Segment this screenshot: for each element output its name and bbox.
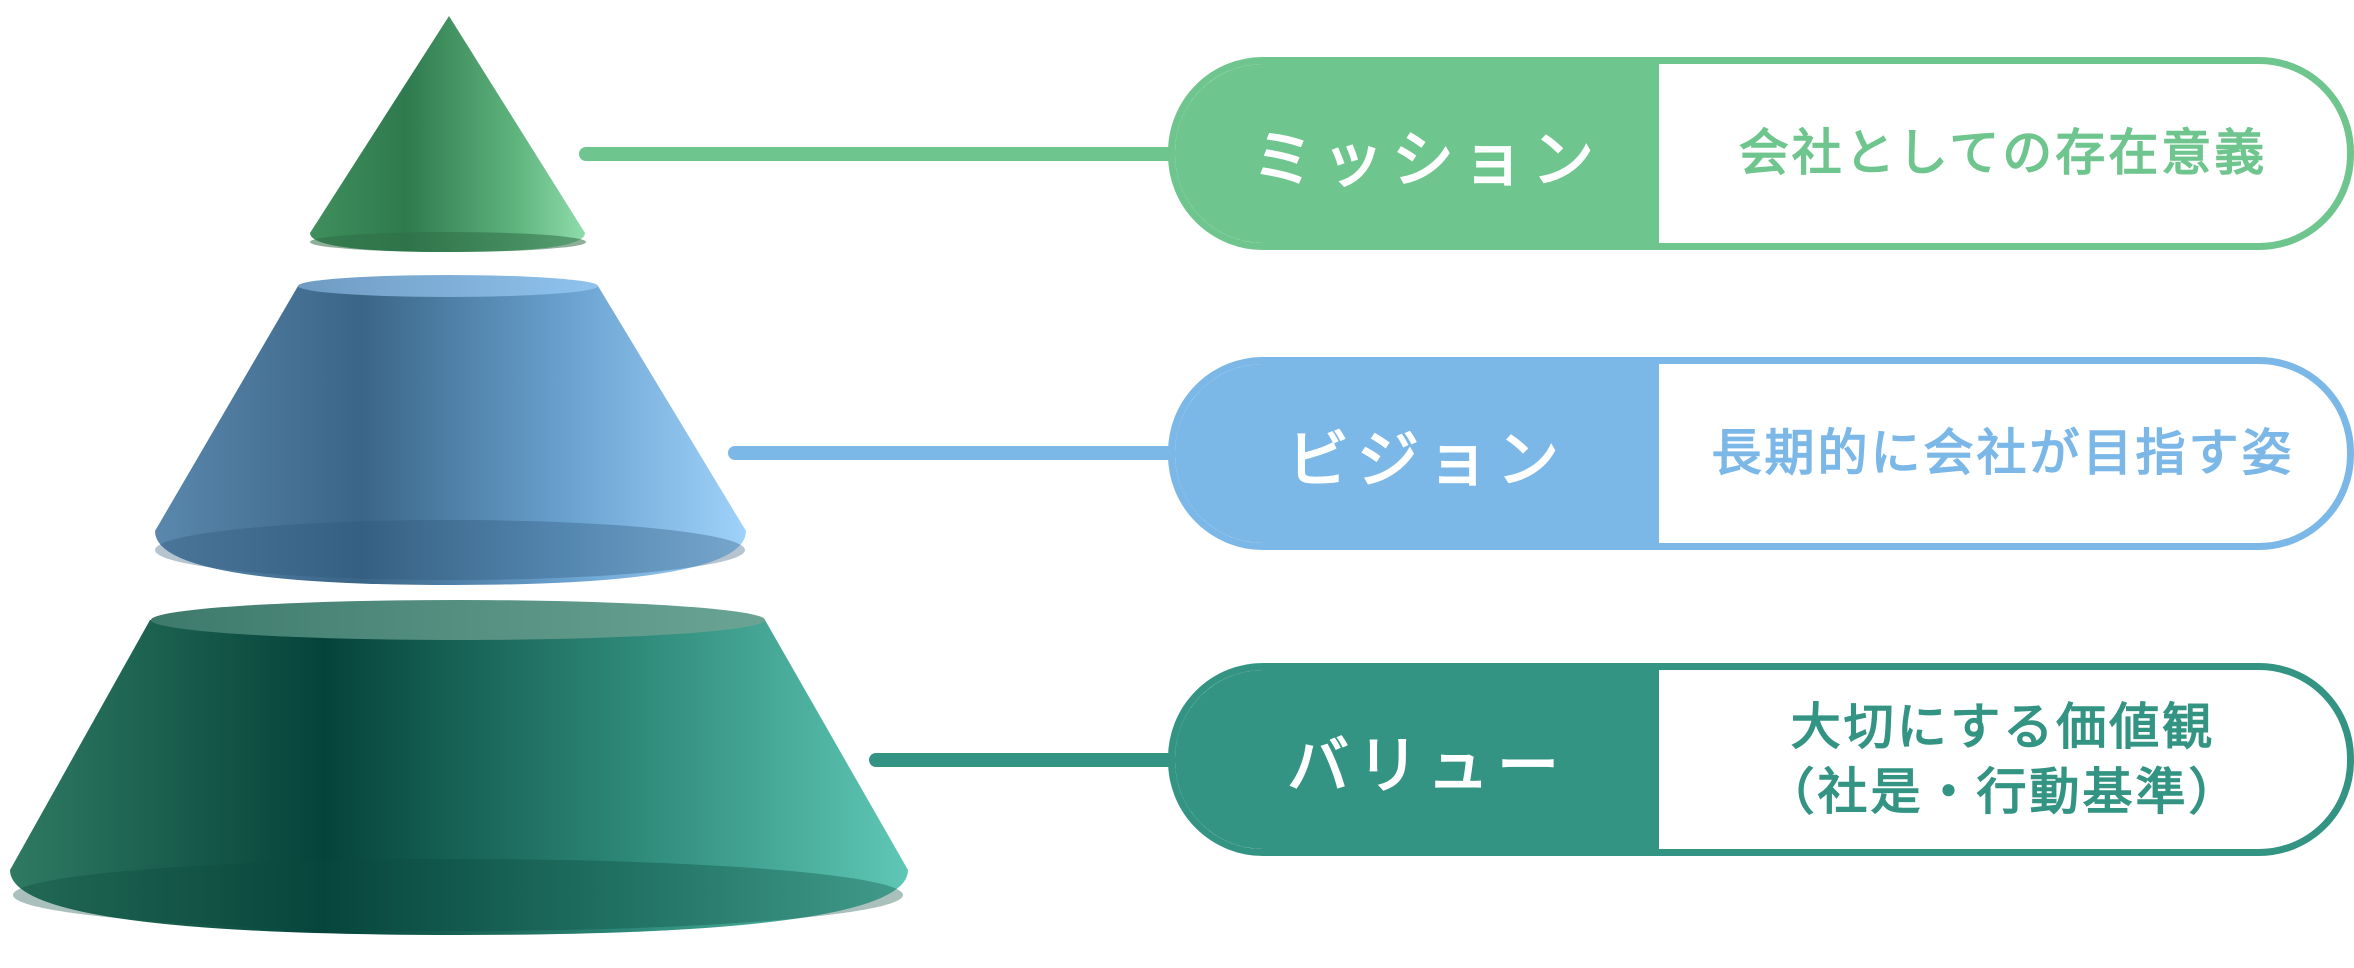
pyramid-layer-mission: [310, 16, 586, 252]
value-connector-line: [869, 753, 1179, 767]
mission-description-line: 会社としての存在意義: [1738, 124, 2268, 182]
vision-label: ビジョン: [1175, 364, 1659, 543]
value-description: 大切にする価値観 （社是・行動基準）: [1659, 670, 2347, 849]
vision-description: 長期的に会社が目指す姿: [1659, 364, 2347, 543]
pyramid-layer-value: [10, 600, 908, 935]
vision-description-line: 長期的に会社が目指す姿: [1711, 424, 2295, 482]
vision-card: ビジョン 長期的に会社が目指す姿: [1168, 357, 2354, 550]
mission-card: ミッション 会社としての存在意義: [1168, 57, 2354, 250]
vision-connector-line: [728, 446, 1178, 460]
mission-label: ミッション: [1175, 64, 1659, 243]
pyramid-layer-vision: [155, 275, 746, 585]
value-label: バリュー: [1175, 670, 1659, 849]
value-description-line-2: （社是・行動基準）: [1764, 762, 2242, 821]
value-description-line-1: 大切にする価値観: [1790, 697, 2216, 756]
mission-connector-line: [579, 147, 1179, 161]
value-card: バリュー 大切にする価値観 （社是・行動基準）: [1168, 663, 2354, 856]
mission-description: 会社としての存在意義: [1659, 64, 2347, 243]
